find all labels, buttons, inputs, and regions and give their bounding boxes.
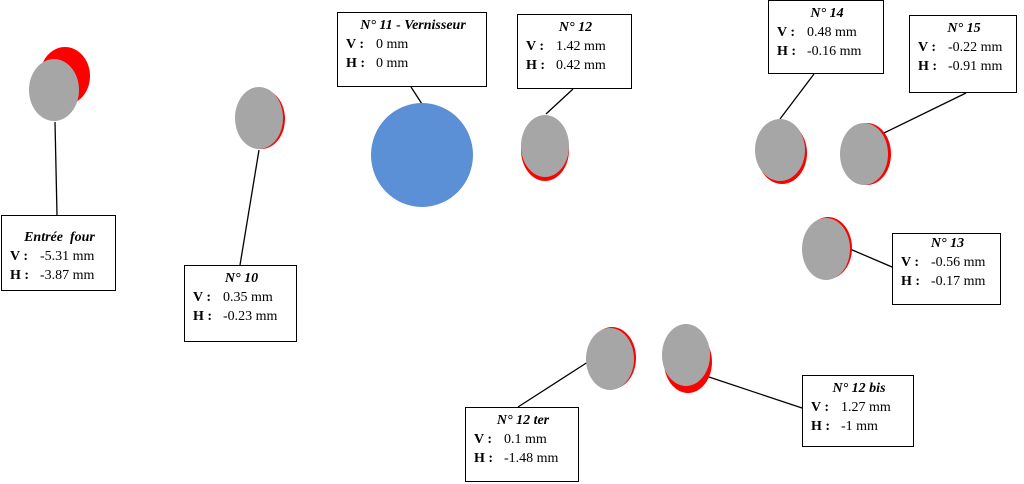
n10-title: N° 10 (224, 271, 259, 286)
n14-h-value: -0.16 mm (807, 44, 862, 59)
n10-h-row: H : -0.23 mm (193, 307, 290, 326)
v-label: V : (526, 39, 545, 54)
n15-position-marker (840, 123, 888, 185)
n10-leader-line (239, 149, 260, 266)
n15-h-value: -0.91 mm (948, 59, 1003, 74)
entree-four-title: Entrée four (24, 230, 95, 245)
n12-h-row: H : 0.42 mm (526, 56, 625, 75)
entree-four-position-marker (29, 59, 79, 121)
n12bis-h-row: H : -1 mm (811, 417, 907, 436)
n11-v-value: 0 mm (376, 37, 409, 52)
n12bis-v-row: V : 1.27 mm (811, 398, 907, 417)
v-label: V : (346, 37, 365, 52)
entree-four-h-value: -3.87 mm (40, 268, 95, 283)
n15-title: N° 15 (947, 21, 981, 36)
h-label: H : (811, 419, 831, 434)
n14-v-row: V : 0.48 mm (777, 23, 877, 42)
n15-v-row: V : -0.22 mm (918, 38, 1010, 57)
n12ter-title: N° 12 ter (496, 413, 550, 428)
n13-h-value: -0.17 mm (931, 274, 986, 289)
n11-h-value: 0 mm (376, 56, 409, 71)
n13-leader-line (849, 248, 893, 268)
n12-title: N° 12 (558, 20, 593, 35)
n12ter-leader-line (517, 359, 592, 408)
n10-v-value: 0.35 mm (223, 290, 273, 305)
entree-four-v-row: V : -5.31 mm (10, 247, 109, 266)
n12ter-position-marker (586, 328, 634, 390)
v-label: V : (918, 40, 937, 55)
leader-lines (54, 73, 967, 409)
h-label: H : (918, 59, 938, 74)
n15-h-row: H : -0.91 mm (918, 57, 1010, 76)
n12-label-box: N° 12 V : 1.42 mm H : 0.42 mm (517, 14, 632, 89)
n13-label-box: N° 13 V : -0.56 mm H : -0.17 mm (892, 233, 1001, 305)
n14-v-value: 0.48 mm (807, 25, 857, 40)
n11-leader-line (410, 86, 423, 105)
h-label: H : (346, 56, 366, 71)
n11-reference-marker (371, 103, 473, 207)
n12bis-position-marker (662, 324, 710, 386)
n12bis-title: N° 12 bis (832, 381, 886, 396)
n11-h-row: H : 0 mm (346, 54, 480, 73)
v-label: V : (811, 400, 830, 415)
n12-position-marker (521, 115, 569, 177)
n11-label-box: N° 11 - Vernisseur V : 0 mm H : 0 mm (337, 12, 487, 87)
n12-v-row: V : 1.42 mm (526, 37, 625, 56)
n14-position-marker (755, 119, 805, 181)
n14-label-box: N° 14 V : 0.48 mm H : -0.16 mm (768, 0, 884, 74)
h-label: H : (474, 451, 494, 466)
v-label: V : (901, 255, 920, 270)
entree-four-h-row: H : -3.87 mm (10, 266, 109, 285)
n14-leader-line (779, 73, 815, 120)
n11-title: N° 11 - Vernisseur (360, 18, 466, 33)
n12bis-v-value: 1.27 mm (841, 400, 891, 415)
n12-h-value: 0.42 mm (556, 58, 606, 73)
n13-h-row: H : -0.17 mm (901, 272, 994, 291)
n12-leader-line (545, 88, 574, 115)
n12ter-h-value: -1.48 mm (504, 451, 559, 466)
n15-label-box: N° 15 V : -0.22 mm H : -0.91 mm (909, 15, 1017, 93)
v-label: V : (474, 432, 493, 447)
n10-h-value: -0.23 mm (223, 309, 278, 324)
v-label: V : (777, 25, 796, 40)
n10-v-row: V : 0.35 mm (193, 288, 290, 307)
n13-v-value: -0.56 mm (931, 255, 986, 270)
n12bis-h-value: -1 mm (841, 419, 878, 434)
entree-four-leader-line (54, 121, 58, 216)
v-label: V : (10, 249, 29, 264)
n12ter-v-value: 0.1 mm (504, 432, 547, 447)
v-label: V : (193, 290, 212, 305)
n14-h-row: H : -0.16 mm (777, 42, 877, 61)
h-label: H : (526, 58, 546, 73)
n10-position-marker (235, 87, 283, 149)
n12bis-leader-line (705, 375, 803, 409)
n15-leader-line (883, 92, 967, 134)
n11-v-row: V : 0 mm (346, 35, 480, 54)
n10-label-box: N° 10 V : 0.35 mm H : -0.23 mm (184, 265, 297, 342)
n14-title: N° 14 (810, 6, 844, 21)
markers (29, 47, 891, 393)
n15-v-value: -0.22 mm (948, 40, 1003, 55)
h-label: H : (777, 44, 797, 59)
n13-position-marker (802, 218, 850, 280)
h-label: H : (193, 309, 213, 324)
entree-four-v-value: -5.31 mm (40, 249, 95, 264)
n12ter-h-row: H : -1.48 mm (474, 449, 572, 468)
entree-four-label-box: Entrée four V : -5.31 mm H : -3.87 mm (1, 215, 116, 291)
h-label: H : (10, 268, 30, 283)
n13-title: N° 13 (930, 236, 965, 251)
n12-v-value: 1.42 mm (556, 39, 606, 54)
h-label: H : (901, 274, 921, 289)
n12ter-v-row: V : 0.1 mm (474, 430, 572, 449)
n13-v-row: V : -0.56 mm (901, 253, 994, 272)
